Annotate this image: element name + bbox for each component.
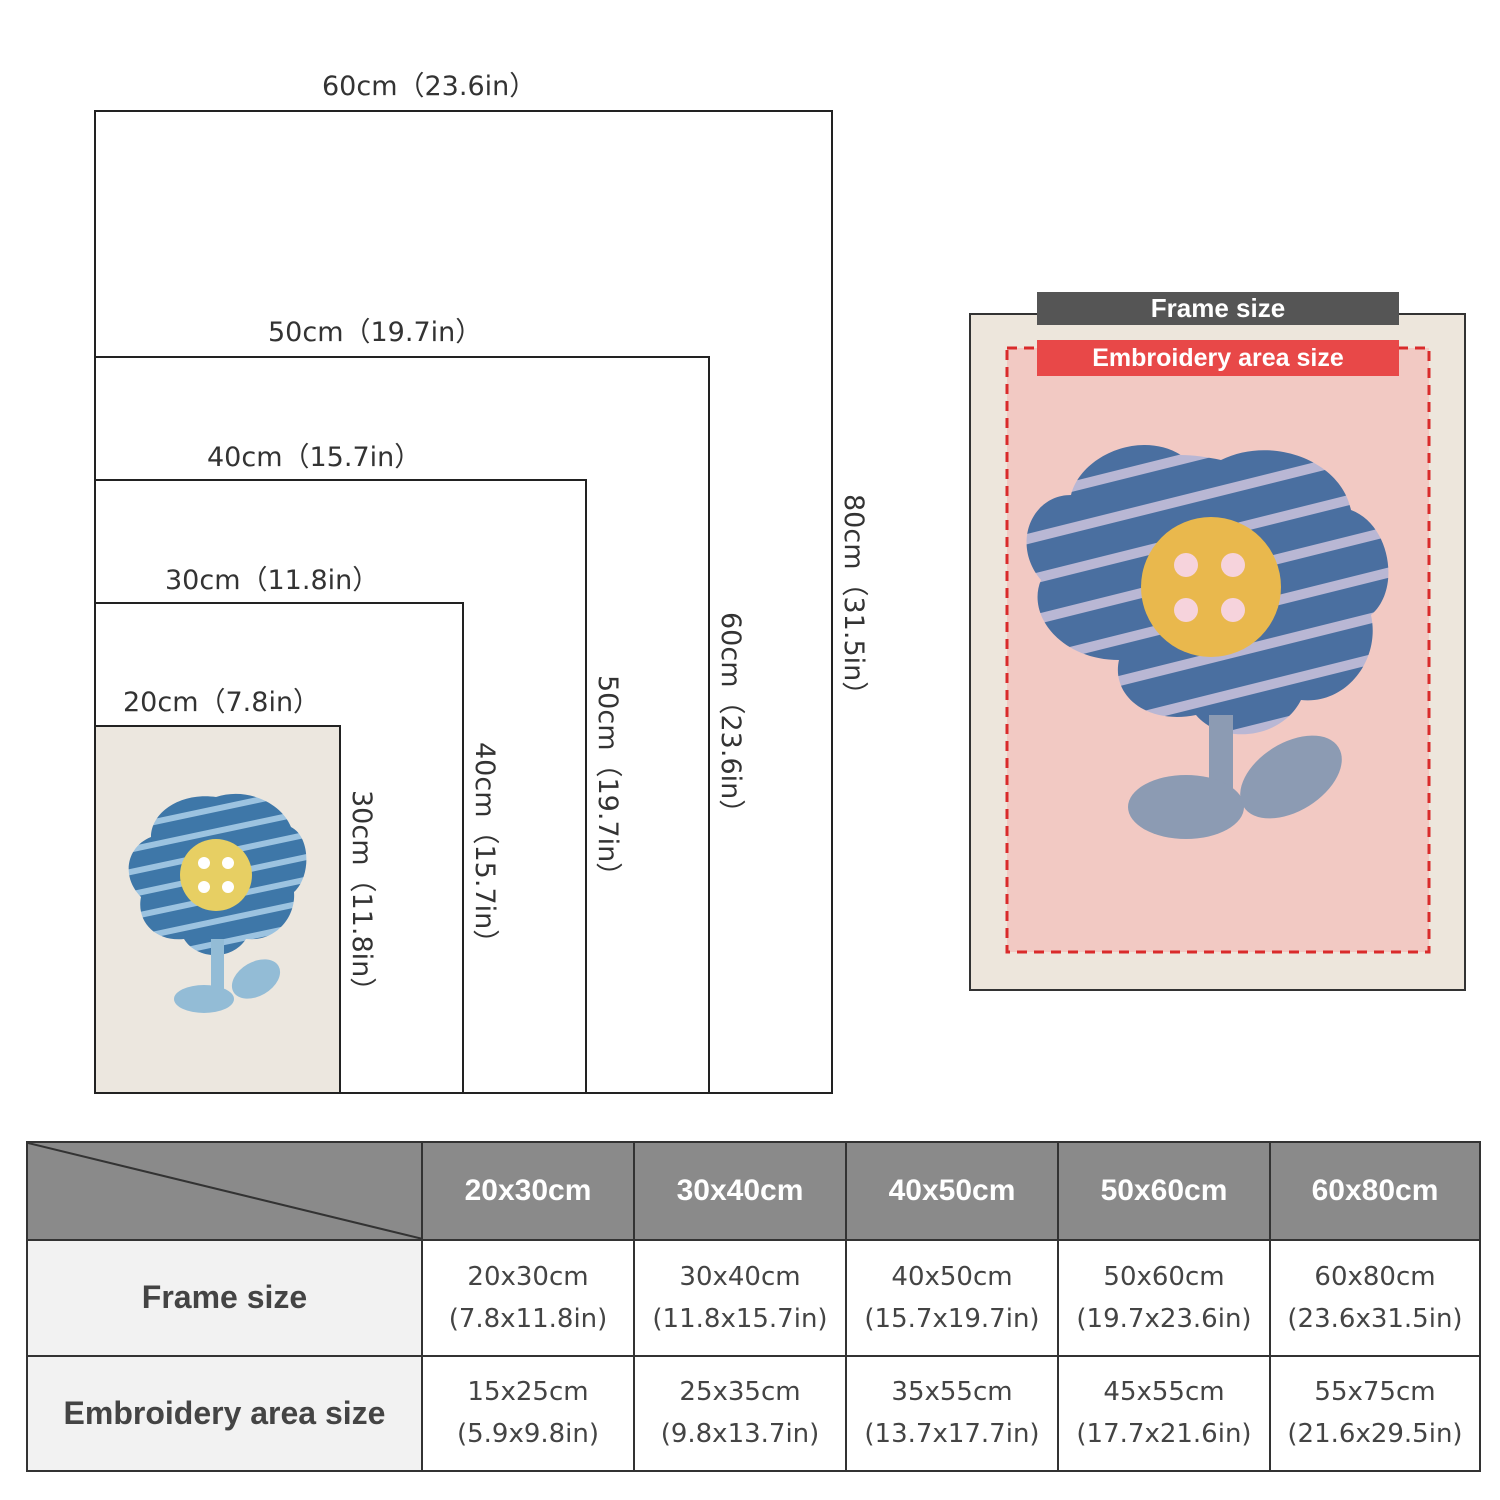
cell-cm-value: 20x30cm [467,1261,589,1292]
table-cell: 35x55cm (13.7x17.7in) [845,1354,1059,1472]
cell-cm-value: 25x35cm [679,1377,801,1408]
width-label-50cm: 50cm（19.7in） [268,317,483,348]
table-row: Frame size 20x30cm (7.8x11.8in) 30x40cm (1… [26,1239,1481,1357]
cell-in-value: (23.6x31.5in) [1287,1303,1463,1334]
table-row: Embroidery area size 15x25cm(5.9x9.8in) … [26,1354,1481,1472]
large-flower-leaf-right [1240,735,1342,819]
column-header: 30x40cm [633,1141,847,1241]
column-header: 50x60cm [1057,1141,1271,1241]
size-comparison-table: 20x30cm 30x40cm 40x50cm 50x60cm 60x80cm … [26,1141,1481,1472]
table-corner-cell [26,1141,423,1241]
frame-thumbnail-20x30 [94,725,341,1094]
table-cell: 45x55cm (17.7x21.6in) [1057,1354,1271,1472]
column-header: 60x80cm [1269,1141,1481,1241]
small-flower-center [180,839,252,911]
column-header: 20x30cm [421,1141,635,1241]
table-cell: 25x35cm (9.8x13.7in) [633,1354,847,1472]
frame-size-tag: Frame size [1037,292,1399,325]
small-flower-illustration [128,793,307,1013]
width-label-40cm: 40cm（15.7in） [207,442,422,473]
embroidery-area-size-tag: Embroidery area size [1037,340,1399,376]
large-flower-leaf-left [1128,775,1244,839]
table-cell: 60x80cm (23.6x31.5in) [1269,1239,1481,1357]
cell-in-value: (7.8x11.8in) [448,1303,608,1334]
cell-cm-value: 60x80cm [1314,1261,1436,1292]
framed-embroidery-preview [969,313,1466,991]
large-flower-center [1141,517,1281,657]
table-header-row: 20x30cm 30x40cm 40x50cm 50x60cm 60x80cm [26,1141,1481,1241]
cell-cm-value: 45x55cm [1103,1377,1225,1408]
height-label-60cm: 60cm（23.6in） [715,612,746,827]
table-cell: 20x30cm (7.8x11.8in) [421,1239,635,1357]
cell-cm-value: 50x60cm [1103,1261,1225,1292]
height-label-30cm: 30cm（11.8in） [346,790,377,1005]
cell-cm-value: 40x50cm [891,1261,1013,1292]
cell-cm-value: 55x75cm [1314,1377,1436,1408]
small-flower-leaf-left [174,985,234,1013]
corner-diagonal-line [29,1144,420,1238]
width-label-30cm: 30cm（11.8in） [165,565,380,596]
cell-in-value: (13.7x17.7in) [864,1419,1040,1450]
cell-in-value: (9.8x13.7in) [660,1419,820,1450]
cell-in-value: (19.7x23.6in) [1076,1303,1252,1334]
large-flower-illustration [1005,346,1431,954]
table-cell: 50x60cm (19.7x23.6in) [1057,1239,1271,1357]
column-header: 40x50cm [845,1141,1059,1241]
cell-in-value: (11.8x15.7in) [652,1303,828,1334]
cell-cm-value: 15x25cm [467,1377,589,1408]
cell-in-value: (21.6x29.5in) [1287,1419,1463,1450]
cell-in-value: (5.9x9.8in) [456,1419,600,1450]
table-cell: 40x50cm (15.7x19.7in) [845,1239,1059,1357]
table-cell: 30x40cm (11.8x15.7in) [633,1239,847,1357]
height-label-40cm: 40cm（15.7in） [469,742,500,957]
table-cell: 55x75cm (21.6x29.5in) [1269,1354,1481,1472]
cell-in-value: (15.7x19.7in) [864,1303,1040,1334]
width-label-20cm: 20cm（7.8in） [123,687,321,718]
row-header: Frame size [26,1239,423,1357]
table-cell: 15x25cm (5.9x9.8in) [421,1354,635,1472]
small-flower-stem [211,939,224,997]
cell-in-value: (17.7x21.6in) [1076,1419,1252,1450]
small-flower-leaf-right [231,959,281,999]
height-label-80cm: 80cm（31.5in） [838,494,869,709]
row-header: Embroidery area size [26,1354,423,1472]
height-label-50cm: 50cm（19.7in） [592,675,623,890]
cell-cm-value: 30x40cm [679,1261,801,1292]
cell-cm-value: 35x55cm [891,1377,1013,1408]
width-label-60cm: 60cm（23.6in） [322,71,537,102]
